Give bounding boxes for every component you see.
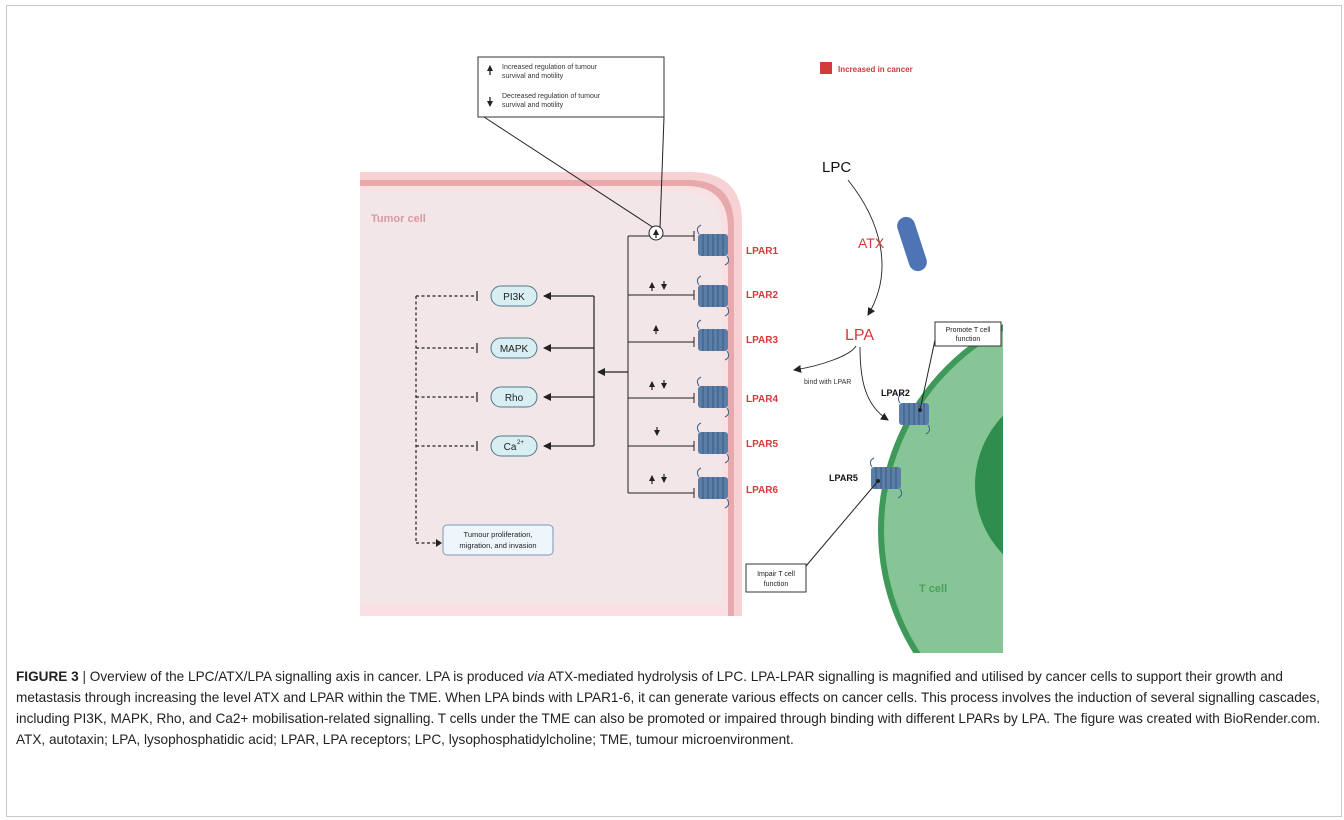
promote-callout	[934, 321, 1002, 347]
lpa-signalling-diagram: Tumor cell T cell Increased regulation o…	[360, 56, 1003, 653]
lpar5-label: LPAR5	[746, 439, 778, 450]
caption-text-1: Overview of the LPC/ATX/LPA signalling a…	[89, 669, 528, 684]
outcome-text-2: migration, and invasion	[459, 541, 536, 550]
caption-text-2: ATX-mediated hydrolysis of LPC. LPA-LPAR…	[16, 669, 1321, 747]
lpar1-label: LPAR1	[746, 246, 778, 257]
lpar6-label: LPAR6	[746, 485, 778, 496]
impair-text-1: Impair T cell	[757, 571, 795, 578]
figure-caption: FIGURE 3 | Overview of the LPC/ATX/LPA s…	[16, 666, 1332, 750]
lpc-label: LPC	[822, 159, 851, 176]
figure-frame	[6, 5, 1342, 817]
bind-with-label: bind with LPAR	[804, 379, 851, 386]
legend-up-text-2: survival and motility	[502, 73, 564, 80]
lpar3-label: LPAR3	[746, 335, 778, 346]
figure-label: FIGURE 3	[16, 669, 79, 684]
receptor-column	[627, 224, 730, 509]
atx-label: ATX	[858, 235, 885, 251]
promote-text-1: Promote T cell	[946, 327, 991, 334]
pathways: PI3K MAPK Rho Ca 2+	[490, 285, 538, 457]
lpar4-label: LPAR4	[746, 394, 778, 405]
pathway-mapk: MAPK	[500, 344, 529, 355]
lpar2-label: LPAR2	[746, 290, 778, 301]
regulation-legend: Increased regulation of tumour survival …	[477, 56, 665, 118]
pathway-ca: Ca	[504, 442, 517, 453]
pathway-rho: Rho	[505, 393, 524, 404]
caption-separator: |	[82, 669, 87, 684]
legend-up-text: Increased regulation of tumour	[502, 64, 598, 71]
outcome-text-1: Tumour proliferation,	[464, 530, 533, 539]
outcome-box	[442, 524, 554, 556]
cancer-key-label: Increased in cancer	[838, 65, 913, 74]
lpa-label: LPA	[845, 327, 874, 344]
impair-text-2: function	[764, 581, 789, 588]
tcell-lpar2-label: LPAR2	[881, 388, 910, 398]
t-cell-label: T cell	[919, 583, 947, 595]
pathway-ca-superscript: 2+	[517, 440, 524, 446]
legend-down-text: Decreased regulation of tumour	[502, 93, 601, 100]
legend-down-text-2: survival and motility	[502, 102, 564, 109]
atx-enzyme	[897, 216, 927, 272]
tumor-cell-label: Tumor cell	[371, 213, 426, 225]
tcell-lpar5-label: LPAR5	[829, 473, 858, 483]
promote-text-2: function	[956, 336, 981, 343]
cancer-key-swatch	[820, 62, 832, 74]
pathway-pi3k: PI3K	[503, 292, 525, 303]
caption-via: via	[527, 669, 545, 684]
t-cell	[878, 324, 1003, 653]
impair-callout	[745, 563, 807, 593]
